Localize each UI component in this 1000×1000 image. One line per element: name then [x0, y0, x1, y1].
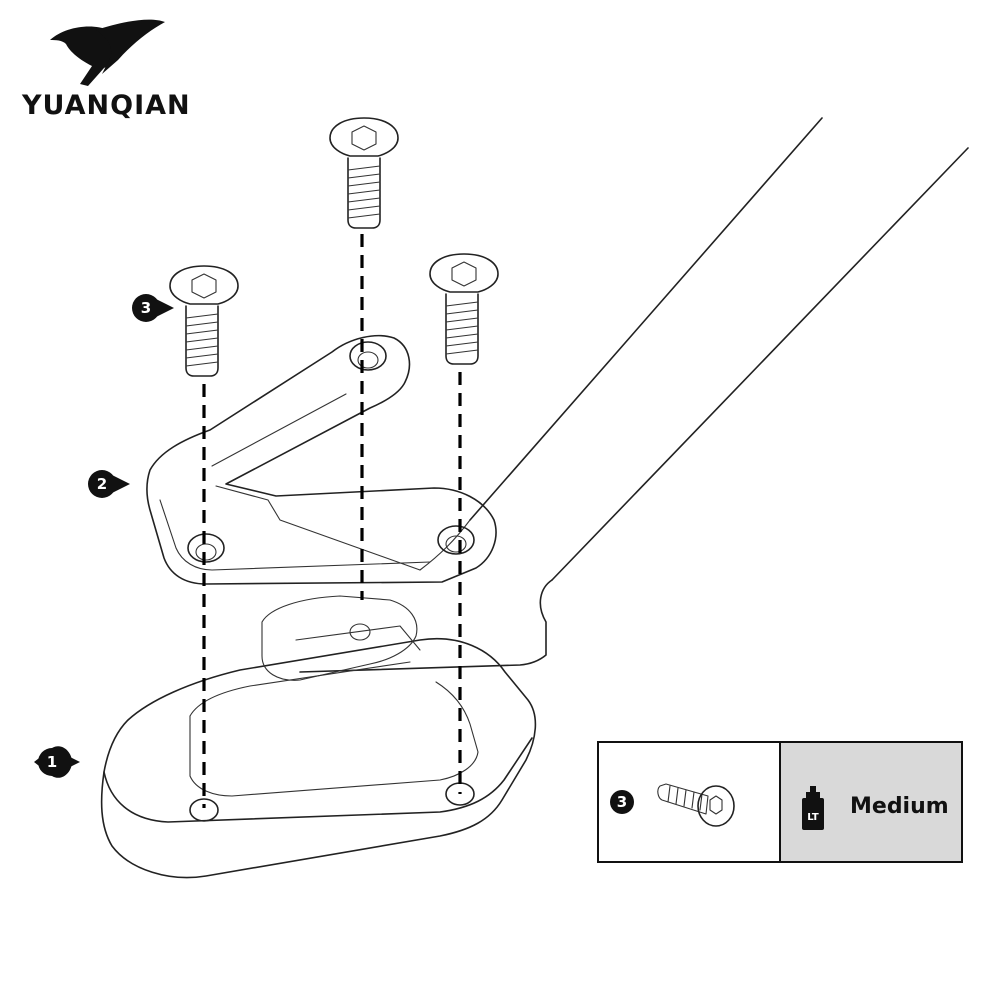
- brand-name: YUANQIAN: [21, 90, 191, 121]
- threadlocker-icon-text: LT: [807, 812, 819, 823]
- callout-1: 1: [34, 746, 80, 778]
- legend-screw-icon: [657, 783, 735, 827]
- side-stand-leg: [299, 117, 969, 673]
- alignment-lines: [202, 234, 462, 808]
- threadlocker-bottle-icon: LT: [802, 786, 824, 830]
- bracket: [146, 334, 497, 585]
- brand-logo-swoosh: [96, 19, 165, 74]
- screw-center: [329, 117, 399, 229]
- threadlocker-strength-label: Medium: [850, 794, 949, 819]
- brand-logo-mark: [50, 26, 124, 86]
- callout-1-number: 1: [47, 753, 57, 771]
- screw-right: [429, 253, 499, 365]
- callout-3: 3: [132, 294, 174, 322]
- base-plate: [100, 595, 537, 879]
- callout-2-number: 2: [97, 475, 107, 493]
- callout-2: 2: [88, 470, 130, 498]
- legend-screw-number: 3: [617, 793, 627, 811]
- callout-3-number: 3: [141, 299, 151, 317]
- screw-left: [169, 265, 239, 377]
- legend-box: 3 LT Medium: [597, 741, 963, 863]
- brand-logo: YUANQIAN: [21, 19, 191, 121]
